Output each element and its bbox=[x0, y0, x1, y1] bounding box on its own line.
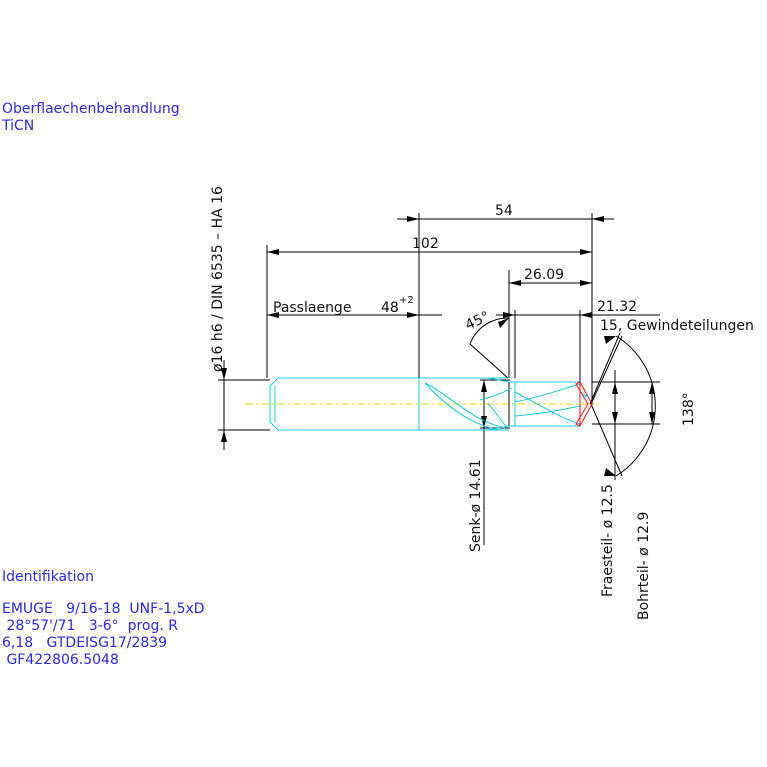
surface-treatment-heading: Oberflaechenbehandlung bbox=[2, 101, 180, 117]
cutting-edge bbox=[575, 381, 593, 427]
surface-treatment-value: TiCN bbox=[1, 118, 34, 134]
fit-length-value: 48 bbox=[381, 300, 399, 316]
identification-line: GF422806.5048 bbox=[2, 652, 119, 668]
fit-length-tolerance: +2 bbox=[399, 295, 414, 306]
dimension-54-label: 54 bbox=[495, 203, 513, 219]
extension-lines bbox=[266, 213, 593, 405]
chamfer-angle-label: 45° bbox=[463, 309, 492, 334]
dimension-21-32: 21.32 bbox=[496, 299, 660, 318]
tip-diameter-dimensions bbox=[592, 370, 660, 480]
thread-divisions-note: 15, Gewindeteilungen bbox=[589, 318, 754, 405]
identification-heading: Identifikation bbox=[2, 569, 94, 585]
flute-curve bbox=[424, 382, 506, 429]
point-angle-label: 138° bbox=[681, 392, 697, 426]
shank-outline bbox=[269, 377, 509, 431]
shank-diameter-dimension bbox=[218, 360, 270, 450]
dimension-102-label: 102 bbox=[412, 236, 439, 252]
countersink-dimension bbox=[480, 379, 510, 545]
fit-length-label: Passlaenge bbox=[273, 300, 351, 316]
thread-divisions-label: 15, Gewindeteilungen bbox=[600, 318, 754, 334]
point-angle-dimension: 138° bbox=[590, 335, 697, 477]
identification-line: 28°57'/71 3-6° prog. R bbox=[2, 618, 178, 634]
dimension-102: 102 bbox=[267, 236, 592, 255]
countersink-diameter-label: Senk-ø 14.61 bbox=[468, 459, 484, 552]
dimension-26-09: 26.09 bbox=[509, 267, 592, 286]
dimension-21-32-label: 21.32 bbox=[597, 299, 637, 315]
identification-line: 6,18 GTDEISG17/2839 bbox=[2, 635, 167, 651]
shank-spec-label: ø16 h6 / DIN 6535 – HA 16 bbox=[210, 186, 226, 372]
fit-length-dimension: Passlaenge 48 +2 bbox=[267, 295, 442, 318]
tool-body bbox=[245, 377, 598, 431]
milling-diameter-label: Fraesteil- ø 12.5 bbox=[600, 484, 616, 597]
chamfer-angle-dimension: 45° bbox=[463, 309, 510, 379]
dimension-26-09-label: 26.09 bbox=[524, 267, 564, 283]
drill-diameter-label: Bohrteil- ø 12.9 bbox=[636, 512, 652, 620]
identification-line: EMUGE 9/16-18 UNF-1,5xD bbox=[2, 601, 205, 617]
dimension-54: 54 bbox=[397, 203, 614, 222]
